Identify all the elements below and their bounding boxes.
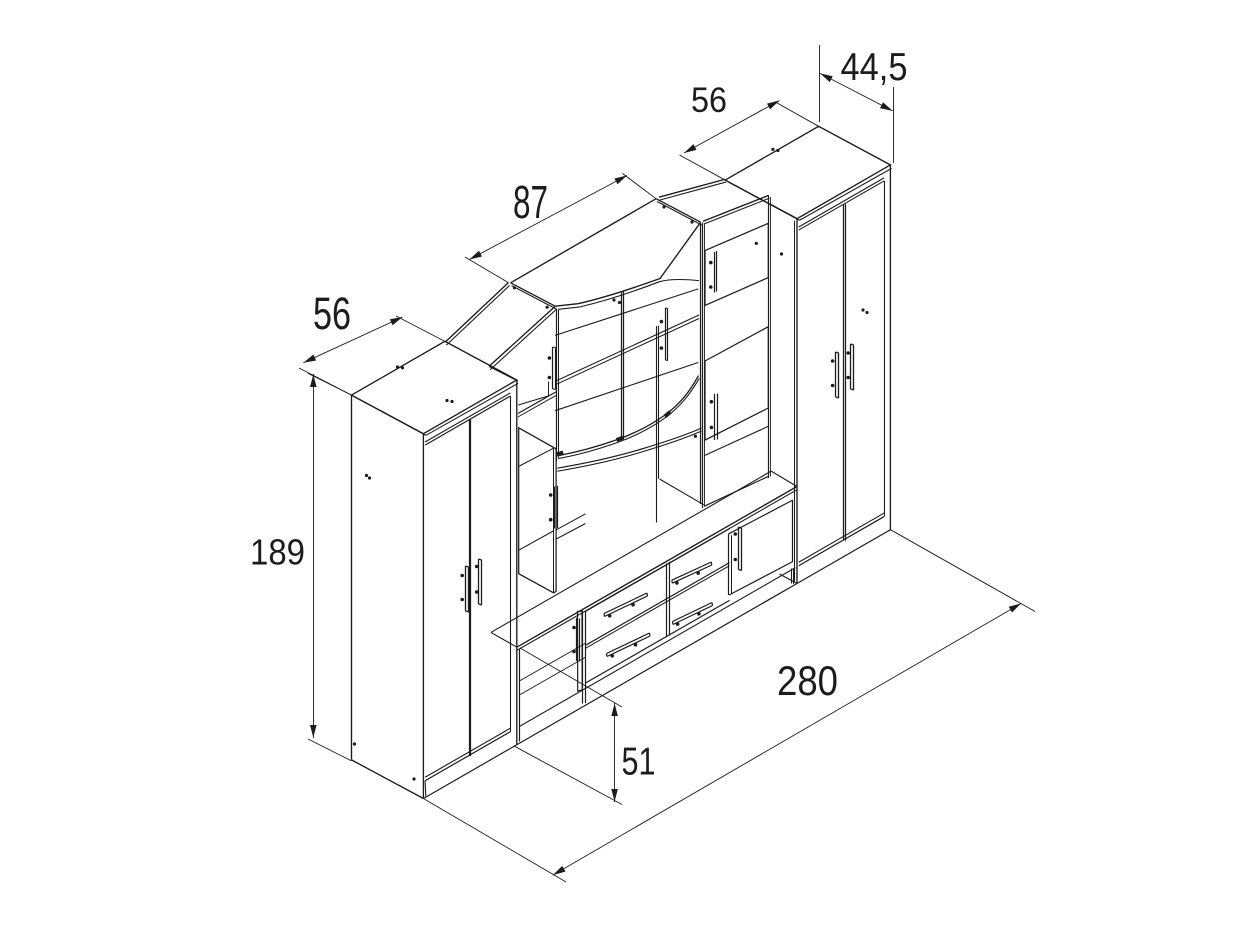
svg-text:280: 280 (777, 657, 838, 704)
svg-text:56: 56 (691, 81, 727, 120)
svg-text:56: 56 (313, 288, 351, 339)
svg-text:51: 51 (622, 741, 656, 784)
svg-text:44,5: 44,5 (841, 46, 908, 89)
svg-text:189: 189 (250, 532, 305, 573)
svg-text:87: 87 (513, 176, 548, 228)
